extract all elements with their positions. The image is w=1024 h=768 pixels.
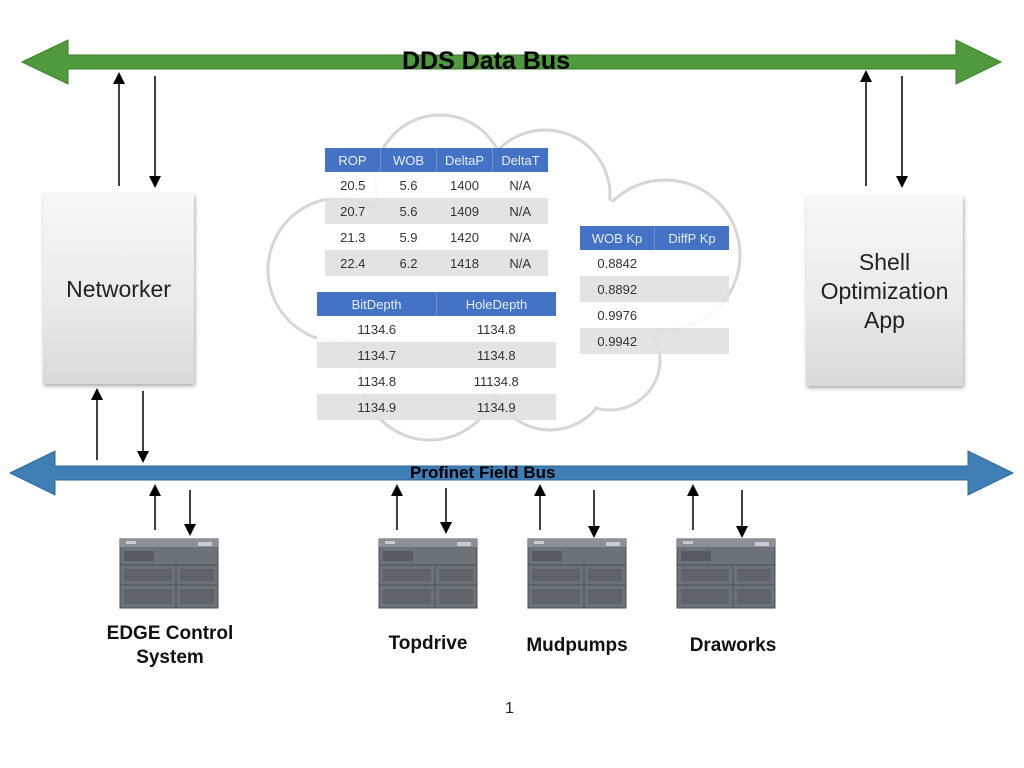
table-row: 22.4 6.2 1418 N/A <box>325 250 548 276</box>
table-cell: 1420 <box>436 224 493 250</box>
column-header: WOB <box>380 148 437 172</box>
dds-bus-label: DDS Data Bus <box>402 47 571 75</box>
table-cell: 1134.8 <box>436 316 556 342</box>
table-cell: 0.9976 <box>580 302 655 328</box>
device-label-line2: System <box>136 647 204 668</box>
device-label-line1: EDGE Control <box>106 623 234 644</box>
table-row: 1134.8 11134.8 <box>317 368 556 394</box>
table-row: 1134.9 1134.9 <box>317 394 556 420</box>
column-header: DeltaP <box>436 148 493 172</box>
table-row: 21.3 5.9 1420 N/A <box>325 224 548 250</box>
table-cell <box>654 276 729 302</box>
draworks-label: Draworks <box>689 635 777 656</box>
shell-dds-arrows <box>860 70 908 188</box>
table-cell: N/A <box>492 198 548 224</box>
depth-table: BitDepth HoleDepth 1134.6 1134.8 1134.7 … <box>317 292 556 420</box>
dds-bus-arrow <box>20 39 1003 85</box>
table-cell: 1134.8 <box>317 368 437 394</box>
table-cell <box>654 302 729 328</box>
kp-table: WOB Kp DiffP Kp 0.8842 0.8892 0.9976 0.9… <box>580 226 729 354</box>
mudpumps-label: Mudpumps <box>526 635 628 656</box>
table-cell: 1418 <box>436 250 493 276</box>
networker-label: Networker <box>66 275 171 302</box>
table-cell <box>654 328 729 354</box>
table-row: 0.8842 <box>580 250 729 276</box>
table-cell: N/A <box>492 172 548 198</box>
table-header-row: WOB Kp DiffP Kp <box>580 226 729 250</box>
table-header-row: ROP WOB DeltaP DeltaT <box>325 148 548 172</box>
column-header: ROP <box>325 148 381 172</box>
plc-device-icon <box>676 538 776 609</box>
table-cell: 1134.9 <box>317 394 437 420</box>
table-row: 0.9942 <box>580 328 729 354</box>
table-row: 1134.7 1134.8 <box>317 342 556 368</box>
table-cell: 22.4 <box>325 250 381 276</box>
table-cell: 5.6 <box>380 172 437 198</box>
shell-optimization-box: Shell Optimization App <box>806 196 963 386</box>
column-header: BitDepth <box>317 292 437 316</box>
table-cell: 1409 <box>436 198 493 224</box>
column-header: DeltaT <box>492 148 548 172</box>
plc-device-icon <box>378 538 478 609</box>
column-header: WOB Kp <box>580 226 655 250</box>
table-cell: 1134.9 <box>436 394 556 420</box>
table-cell: 1134.6 <box>317 316 437 342</box>
table-cell: 21.3 <box>325 224 381 250</box>
table-row: 20.5 5.6 1400 N/A <box>325 172 548 198</box>
table-cell: 1134.7 <box>317 342 437 368</box>
plc-device-icon <box>527 538 627 609</box>
table-cell: 1400 <box>436 172 493 198</box>
table-cell: N/A <box>492 250 548 276</box>
table-cell <box>654 250 729 276</box>
profinet-bus-label: Profinet Field Bus <box>410 463 556 482</box>
column-header: DiffP Kp <box>654 226 729 250</box>
edge-control-label: EDGE Control System <box>100 622 240 670</box>
table-cell: 1134.8 <box>436 342 556 368</box>
shell-label-line2: Optimization <box>820 277 949 304</box>
table-cell: 5.9 <box>380 224 437 250</box>
page-number: 1 <box>505 700 514 717</box>
networker-dds-arrows <box>113 72 161 188</box>
networker-profinet-arrows <box>91 388 149 463</box>
device-profinet-arrows <box>149 484 748 538</box>
table-row: 20.7 5.6 1409 N/A <box>325 198 548 224</box>
table-cell: 20.5 <box>325 172 381 198</box>
table-header-row: BitDepth HoleDepth <box>317 292 556 316</box>
table-cell: 0.8842 <box>580 250 655 276</box>
plc-device-icon <box>119 538 219 609</box>
table-row: 1134.6 1134.8 <box>317 316 556 342</box>
table-cell: 0.8892 <box>580 276 655 302</box>
table-row: 0.9976 <box>580 302 729 328</box>
table-cell: N/A <box>492 224 548 250</box>
table-cell: 11134.8 <box>436 368 556 394</box>
table-cell: 6.2 <box>380 250 437 276</box>
topdrive-label: Topdrive <box>388 633 468 654</box>
shell-label-line1: Shell <box>858 248 911 275</box>
shell-label-line3: App <box>864 306 905 333</box>
networker-box: Networker <box>43 194 194 384</box>
table-cell: 5.6 <box>380 198 437 224</box>
column-header: HoleDepth <box>436 292 556 316</box>
profinet-bus-arrow <box>8 450 1015 496</box>
drilling-params-table: ROP WOB DeltaP DeltaT 20.5 5.6 1400 N/A … <box>325 148 548 276</box>
table-cell: 0.9942 <box>580 328 655 354</box>
table-row: 0.8892 <box>580 276 729 302</box>
table-cell: 20.7 <box>325 198 381 224</box>
